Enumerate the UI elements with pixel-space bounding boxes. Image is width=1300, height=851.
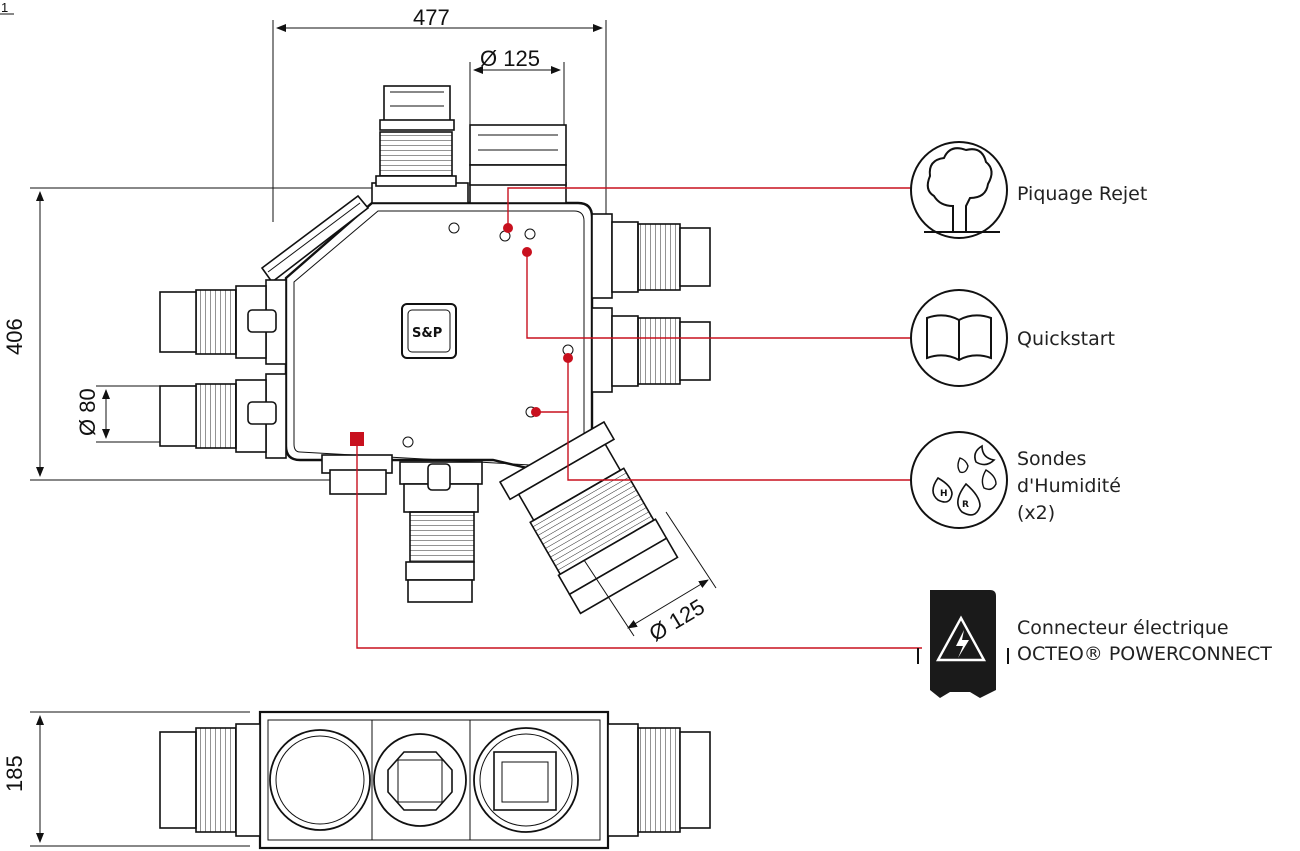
width-value: 477 [413, 5, 450, 30]
legend-sondes-line3: (x2) [1017, 502, 1055, 524]
legend-connecteur-line2: OCTEO® POWERCONNECT [1017, 643, 1272, 665]
corner-mark: 1 [1, 0, 8, 15]
book-icon [910, 289, 1008, 387]
top-diameter-dimension: Ø 125 [469, 46, 565, 140]
sp-logo: S&P [401, 303, 457, 359]
callout-lines [350, 187, 922, 649]
tree-icon [910, 141, 1008, 239]
legend-piquage-rejet: Piquage Rejet [1017, 183, 1147, 205]
left-diameter-dimension: Ø 80 [75, 385, 160, 443]
bottom-diameter-value: Ø 125 [645, 594, 709, 646]
sensor-letter-r: R [962, 500, 969, 510]
unit-side-view [159, 710, 711, 850]
side-height-dimension: 185 [2, 711, 250, 847]
unit-top-view: Ø 125 S&P [159, 85, 717, 646]
legend-sondes-line2: d'Humidité [1017, 475, 1121, 497]
humidity-sensor-icon: H R [910, 431, 1008, 529]
legend-sondes-line1: Sondes [1017, 448, 1086, 470]
height-value: 406 [2, 318, 27, 355]
legend-quickstart: Quickstart [1017, 328, 1115, 350]
legend-connecteur-line1: Connecteur électrique [1017, 617, 1229, 639]
electric-connector-icon [917, 590, 1009, 698]
logo-text: S&P [412, 326, 442, 341]
sensor-letter-h: H [940, 489, 948, 499]
top-diameter-value: Ø 125 [480, 46, 540, 71]
left-diameter-value: Ø 80 [75, 388, 100, 436]
side-height-value: 185 [2, 755, 27, 792]
width-dimension: 477 [272, 5, 607, 225]
height-dimension: 406 [2, 187, 410, 481]
